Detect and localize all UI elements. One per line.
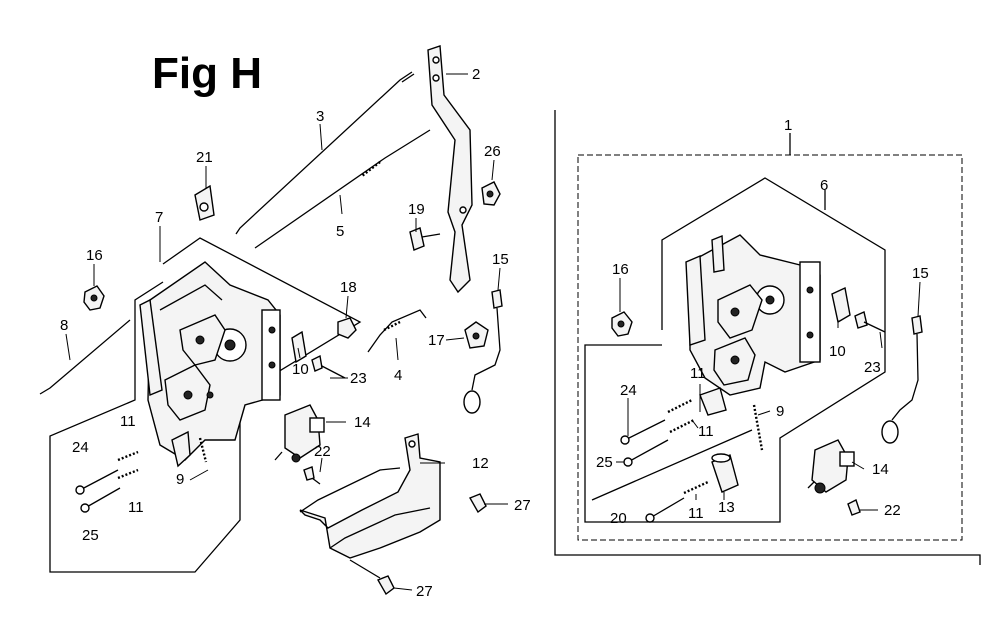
nut-16-left bbox=[83, 285, 105, 311]
label-part-11-d: 11 bbox=[698, 423, 714, 440]
screw-25-left bbox=[80, 487, 121, 513]
label-part-24-right: 24 bbox=[620, 382, 637, 399]
label-part-14-left: 14 bbox=[354, 414, 371, 431]
bolt-19 bbox=[409, 227, 441, 251]
label-part-11-e: 11 bbox=[688, 505, 704, 522]
label-part-6: 6 bbox=[820, 177, 828, 194]
label-part-22-left: 22 bbox=[314, 443, 331, 460]
screw-22-right bbox=[847, 499, 861, 516]
label-part-14-right: 14 bbox=[872, 461, 889, 478]
label-part-19: 19 bbox=[408, 201, 425, 218]
label-part-22-right: 22 bbox=[884, 502, 901, 519]
nut-26 bbox=[481, 181, 501, 206]
label-part-10-right: 10 bbox=[829, 343, 846, 360]
sleeve-13 bbox=[711, 453, 739, 493]
assembly-7-outline bbox=[49, 237, 362, 573]
screw-25-right bbox=[623, 439, 669, 467]
label-part-24-left: 24 bbox=[72, 439, 89, 456]
label-part-12: 12 bbox=[472, 455, 489, 472]
label-part-25-left: 25 bbox=[82, 527, 99, 544]
label-part-3: 3 bbox=[316, 108, 324, 125]
bolt-27-upper bbox=[468, 493, 487, 514]
label-part-23-left: 23 bbox=[350, 370, 367, 387]
label-part-9-right: 9 bbox=[776, 403, 784, 420]
rod-5 bbox=[254, 129, 431, 249]
screw-23-left bbox=[311, 354, 346, 379]
rod-3 bbox=[235, 71, 413, 235]
part-labels: 1 2 3 4 5 6 7 8 9 9 10 10 11 11 11 11 11… bbox=[60, 66, 929, 600]
spring-9-right bbox=[752, 404, 764, 451]
label-part-27-upper: 27 bbox=[514, 497, 531, 514]
holder-14-right bbox=[807, 439, 855, 494]
screw-22-left bbox=[303, 466, 321, 485]
spring-9-left bbox=[198, 437, 208, 463]
wire-15-left bbox=[463, 289, 503, 414]
label-part-17: 17 bbox=[428, 332, 445, 349]
wire-15-right bbox=[881, 315, 923, 444]
label-part-7: 7 bbox=[155, 209, 163, 226]
label-part-8: 8 bbox=[60, 317, 68, 334]
label-part-15-left: 15 bbox=[492, 251, 509, 268]
label-part-27-lower: 27 bbox=[416, 583, 433, 600]
assembly-1-frame bbox=[554, 110, 981, 565]
spring-4 bbox=[367, 309, 427, 353]
label-part-11-b: 11 bbox=[128, 499, 144, 516]
clip-17 bbox=[464, 321, 489, 349]
springs-11-left bbox=[117, 450, 139, 480]
springs-11-right bbox=[667, 398, 709, 495]
label-part-11-a: 11 bbox=[120, 413, 136, 430]
label-part-16-right: 16 bbox=[612, 261, 629, 278]
figure-title: Fig H bbox=[152, 49, 262, 98]
assembly-6-outline bbox=[584, 177, 886, 523]
screw-23-right bbox=[854, 311, 886, 333]
label-part-20: 20 bbox=[610, 510, 627, 527]
holder-14-left bbox=[274, 404, 325, 463]
clip-21 bbox=[194, 184, 215, 221]
nut-16-right bbox=[611, 311, 633, 337]
control-base-plate-right bbox=[685, 234, 821, 416]
clip-10-left bbox=[291, 330, 307, 364]
label-part-1: 1 bbox=[784, 117, 792, 134]
label-part-15-right: 15 bbox=[912, 265, 929, 282]
separator-line bbox=[591, 429, 753, 501]
label-part-13: 13 bbox=[718, 499, 735, 516]
bolt-27-lower bbox=[349, 559, 395, 596]
clip-10-right bbox=[831, 286, 851, 324]
label-part-18: 18 bbox=[340, 279, 357, 296]
screw-20 bbox=[645, 497, 685, 523]
label-part-5: 5 bbox=[336, 223, 344, 240]
rod-8 bbox=[39, 319, 131, 395]
label-part-21: 21 bbox=[196, 149, 213, 166]
leader-lines bbox=[65, 73, 921, 591]
control-base-plate bbox=[139, 261, 281, 468]
label-part-2: 2 bbox=[472, 66, 480, 83]
label-part-4: 4 bbox=[394, 367, 402, 384]
label-part-26: 26 bbox=[484, 143, 501, 160]
label-part-9-left: 9 bbox=[176, 471, 184, 488]
lever-bracket-2 bbox=[427, 45, 473, 294]
nut-18 bbox=[337, 317, 357, 339]
label-part-16-left: 16 bbox=[86, 247, 103, 264]
screw-24-right bbox=[620, 419, 666, 445]
cover-plate-12 bbox=[299, 433, 441, 559]
label-part-25-right: 25 bbox=[596, 454, 613, 471]
label-part-11-c: 11 bbox=[690, 365, 706, 382]
label-part-23-right: 23 bbox=[864, 359, 881, 376]
label-part-10-left: 10 bbox=[292, 361, 309, 378]
screw-24-left bbox=[75, 469, 119, 495]
